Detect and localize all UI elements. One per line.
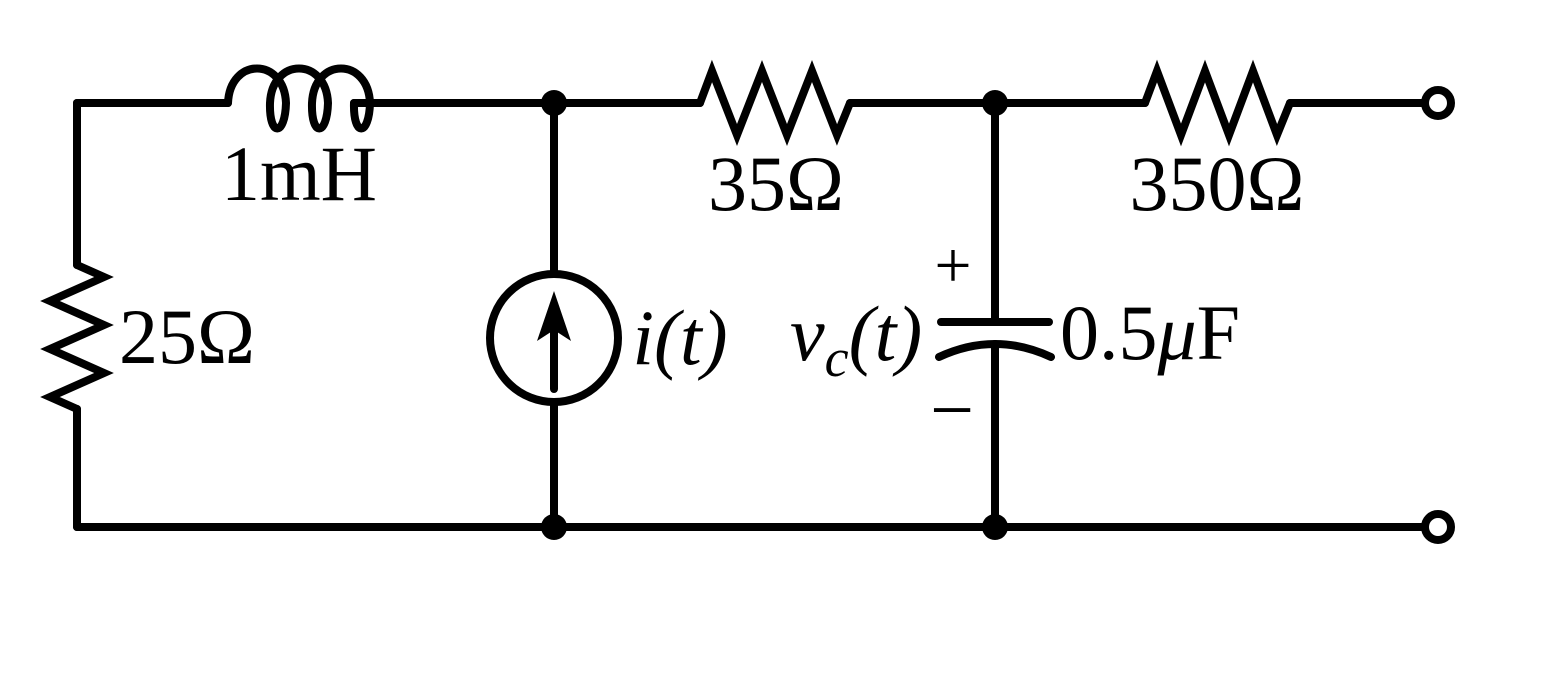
junction-nodes <box>541 90 1008 540</box>
wires <box>73 99 1428 531</box>
inductor-label: 1mH <box>221 130 377 217</box>
right-resistor: 350Ω <box>1130 59 1305 227</box>
capacitor-voltage-argument: (t) <box>849 290 923 377</box>
node-dot-top-left <box>541 90 567 116</box>
node-dot-bottom-left <box>541 514 567 540</box>
output-terminals <box>1421 86 1455 544</box>
right-resistor-symbol <box>1141 59 1294 147</box>
current-source-label: i(t) <box>632 294 727 381</box>
capacitor-polarity-plus: + <box>934 229 971 302</box>
current-source-arrow-head-icon <box>537 291 571 341</box>
node-dot-bottom-right <box>982 514 1008 540</box>
capacitor-voltage-base: v <box>790 290 825 377</box>
capacitor-voltage-subscript: c <box>825 328 849 388</box>
inductor-symbol <box>224 64 375 133</box>
capacitor-value-number: 0.5 <box>1060 289 1158 376</box>
capacitor-polarity-minus: − <box>930 366 974 453</box>
capacitor: + − vc(t) 0.5μF <box>790 229 1240 453</box>
right-resistor-label: 350Ω <box>1130 140 1305 227</box>
current-source: i(t) <box>486 270 728 406</box>
output-terminal-bottom <box>1421 510 1455 544</box>
middle-resistor-symbol <box>696 59 854 146</box>
capacitor-value-mu: μ <box>1156 289 1196 376</box>
capacitor-value-unit: F <box>1197 289 1240 376</box>
capacitor-bottom-plate <box>935 340 1055 361</box>
inductor: 1mH <box>221 64 377 217</box>
left-resistor-label: 25Ω <box>119 293 255 380</box>
left-resistor: 25Ω <box>40 261 255 413</box>
node-dot-top-right <box>982 90 1008 116</box>
capacitor-value-label: 0.5μF <box>1060 289 1240 376</box>
middle-resistor-label: 35Ω <box>708 140 844 227</box>
middle-resistor: 35Ω <box>696 59 854 227</box>
left-resistor-symbol <box>40 261 114 413</box>
capacitor-voltage-label: vc(t) <box>790 290 922 388</box>
output-terminal-top <box>1421 86 1455 120</box>
